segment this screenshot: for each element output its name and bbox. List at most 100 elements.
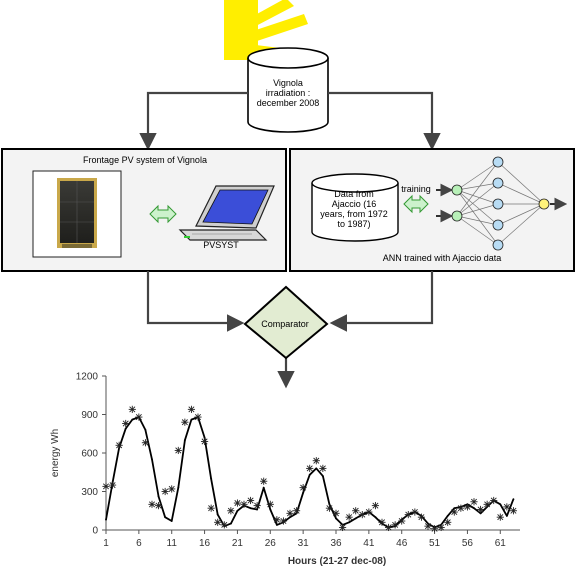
asterisk-stroke: [339, 524, 346, 531]
asterisk-marker: [286, 509, 294, 517]
asterisk-marker: [483, 500, 491, 508]
solar-panel-icon: [32, 170, 122, 258]
ann-panel: [289, 148, 575, 272]
comparator-connector-arrows: [146, 271, 434, 389]
asterisk-stroke: [431, 525, 438, 532]
asterisk-marker: [115, 441, 123, 449]
asterisk-stroke: [346, 514, 353, 521]
asterisk-marker: [490, 496, 498, 505]
asterisk-stroke: [319, 465, 326, 472]
asterisk-stroke: [490, 497, 497, 504]
line-series-point: [151, 458, 153, 461]
line-series-path: [105, 416, 515, 529]
asterisk-stroke: [234, 500, 241, 507]
asterisk-marker: [417, 513, 426, 521]
frontage-panel-title: Frontage PV system of Vignola: [83, 155, 207, 165]
ajaccio-line: years, from 1972: [320, 209, 388, 219]
x-tick-label: 46: [396, 538, 408, 549]
asterisk-stroke: [300, 484, 307, 491]
training-double-arrow-icon: [403, 194, 429, 214]
asterisk-marker: [253, 502, 261, 510]
asterisk-marker: [384, 523, 393, 532]
asterisk-stroke: [405, 511, 412, 518]
y-tick-label: 0: [92, 526, 98, 537]
asterisk-stroke: [411, 509, 418, 516]
line-series-point: [335, 517, 337, 520]
chart-series: [102, 405, 518, 533]
laptop-icon: [178, 185, 275, 241]
asterisk-marker: [108, 481, 117, 489]
asterisk-stroke: [326, 505, 333, 512]
asterisk-marker: [168, 485, 176, 493]
asterisk-stroke: [181, 419, 188, 426]
asterisk-stroke: [438, 524, 445, 531]
line-series-point: [131, 418, 134, 421]
asterisk-marker: [214, 518, 222, 526]
vignola-database-icon: [247, 47, 329, 133]
asterisk-stroke: [129, 406, 136, 413]
line-series-point: [302, 491, 305, 494]
asterisk-stroke: [109, 482, 116, 489]
ajaccio-line: to 1987): [337, 219, 371, 229]
pvsyst-label: PVSYST: [203, 240, 239, 250]
x-tick-label: 36: [330, 538, 342, 549]
line-series-point: [164, 516, 167, 519]
line-series-point: [157, 495, 160, 498]
asterisk-marker: [332, 509, 340, 517]
line-series-point: [236, 509, 239, 512]
asterisk-marker: [220, 521, 228, 529]
asterisk-stroke: [116, 442, 123, 449]
asterisk-marker: [457, 504, 465, 512]
asterisk-marker: [424, 522, 432, 530]
asterisk-marker: [325, 504, 334, 512]
comparator-label: Comparator: [261, 319, 309, 329]
line-series-point: [190, 418, 193, 421]
asterisk-marker: [398, 517, 406, 525]
asterisk-marker: [430, 525, 439, 533]
asterisk-marker: [509, 507, 518, 515]
ajaccio-line: Data from: [334, 189, 374, 199]
asterisk-marker: [122, 419, 130, 428]
asterisk-marker: [181, 418, 189, 426]
asterisk-stroke: [484, 501, 491, 508]
asterisk-marker: [227, 507, 235, 515]
training-label: training: [401, 184, 431, 194]
asterisk-stroke: [497, 514, 504, 521]
line-series-point: [499, 503, 502, 506]
asterisk-marker: [154, 502, 163, 510]
asterisk-stroke: [457, 505, 464, 512]
asterisk-marker: [233, 499, 242, 507]
line-series-point: [269, 508, 272, 511]
vignola-line: Vignola: [273, 78, 303, 88]
line-series-point: [348, 521, 351, 524]
asterisk-marker: [319, 464, 327, 472]
line-series-point: [124, 427, 127, 430]
asterisk-marker: [463, 503, 472, 511]
line-series-point: [216, 513, 219, 516]
asterisk-stroke: [365, 509, 372, 516]
double-arrow-icon: [149, 204, 177, 224]
asterisk-stroke: [332, 510, 340, 517]
asterisk-marker: [240, 500, 248, 508]
line-series-point: [262, 486, 265, 489]
asterisk-marker: [174, 446, 182, 455]
line-series-point: [210, 477, 213, 480]
asterisk-stroke: [286, 510, 294, 517]
asterisk-marker: [503, 503, 511, 511]
asterisk-stroke: [122, 420, 129, 427]
asterisk-marker: [246, 496, 255, 505]
asterisk-marker: [292, 507, 301, 515]
x-tick-label: 26: [265, 538, 277, 549]
line-series-point: [229, 522, 232, 525]
asterisk-stroke: [385, 524, 392, 531]
asterisk-stroke: [464, 503, 471, 510]
y-tick-label: 1200: [76, 372, 99, 383]
asterisk-stroke: [102, 483, 110, 490]
asterisk-marker: [279, 517, 288, 525]
asterisk-marker: [404, 511, 412, 519]
asterisk-stroke: [194, 414, 202, 421]
asterisk-stroke: [214, 519, 221, 526]
asterisk-marker: [299, 484, 307, 492]
neural-network-icon: [436, 156, 568, 251]
